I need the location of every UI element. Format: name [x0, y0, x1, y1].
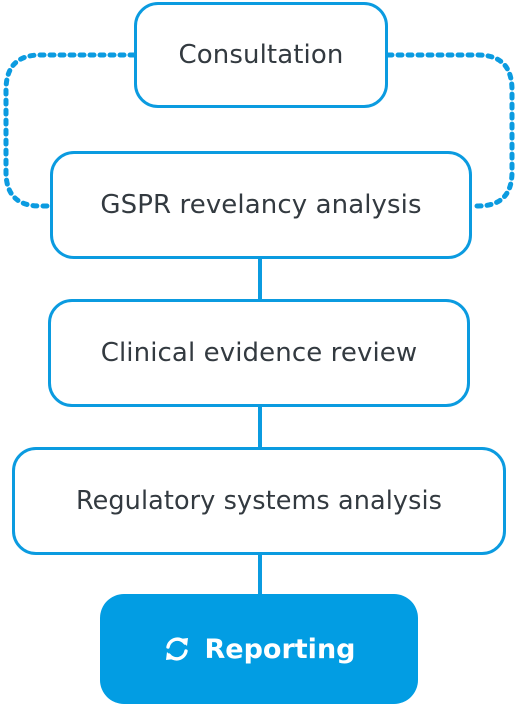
step-label: GSPR revelancy analysis — [100, 190, 422, 220]
dotted-loop-right — [385, 52, 515, 209]
step-regulatory-systems-analysis: Regulatory systems analysis — [12, 447, 506, 555]
step-consultation: Consultation — [134, 2, 388, 108]
step-clinical-evidence-review: Clinical evidence review — [48, 299, 470, 407]
step-label: Regulatory systems analysis — [75, 486, 443, 516]
step-label: Consultation — [178, 40, 344, 70]
refresh-icon — [162, 634, 192, 664]
step-label: Clinical evidence review — [100, 338, 418, 368]
step-gspr-relevancy-analysis: GSPR revelancy analysis — [50, 151, 472, 259]
step-reporting: Reporting — [100, 594, 418, 704]
dotted-loop-left — [3, 52, 137, 209]
step-label: Reporting — [204, 633, 356, 665]
